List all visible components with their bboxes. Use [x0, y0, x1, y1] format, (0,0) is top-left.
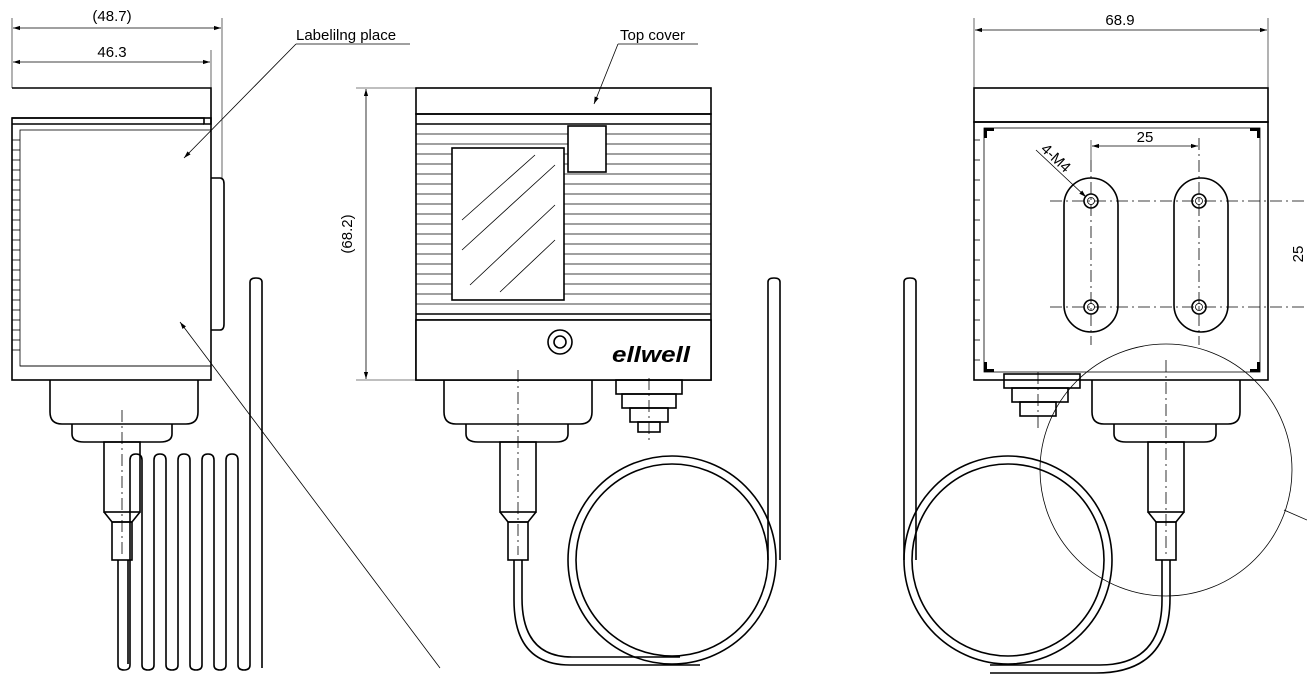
reset-button [547, 329, 573, 355]
side-view: (48.7) 46.3 [11, 8, 441, 671]
rear-fins [974, 139, 980, 361]
dimension-overall-height: (68.2) [339, 214, 356, 253]
dimension-hole-spacing-vertical: 25 [1290, 246, 1307, 263]
label-top-cover: Top cover [620, 27, 685, 44]
mounting-slot-right [1173, 177, 1229, 333]
dimension-hole-spacing-horizontal: 25 [1137, 129, 1154, 146]
front-view: (68.2) [339, 27, 781, 666]
brand-logo: ellwell [612, 342, 691, 367]
dimension-body-depth: 46.3 [97, 44, 126, 61]
leader-mounting-holes [1035, 149, 1087, 198]
dimension-overall-depth: (48.7) [92, 8, 131, 25]
rear-capillary-loop [903, 455, 1113, 665]
display-window [451, 147, 565, 301]
leader-labeling-place [183, 43, 297, 159]
capillary-loop [567, 455, 777, 665]
label-labeling-place: Labelilng place [296, 27, 396, 44]
label-mounting-holes: 4-M4 [1037, 140, 1074, 176]
left-fins [12, 139, 20, 351]
rear-view: 68.9 25 [903, 12, 1307, 674]
leader-top-cover [593, 43, 619, 105]
capillary-coils [117, 277, 263, 671]
dimension-overall-width: 68.9 [1105, 12, 1134, 29]
